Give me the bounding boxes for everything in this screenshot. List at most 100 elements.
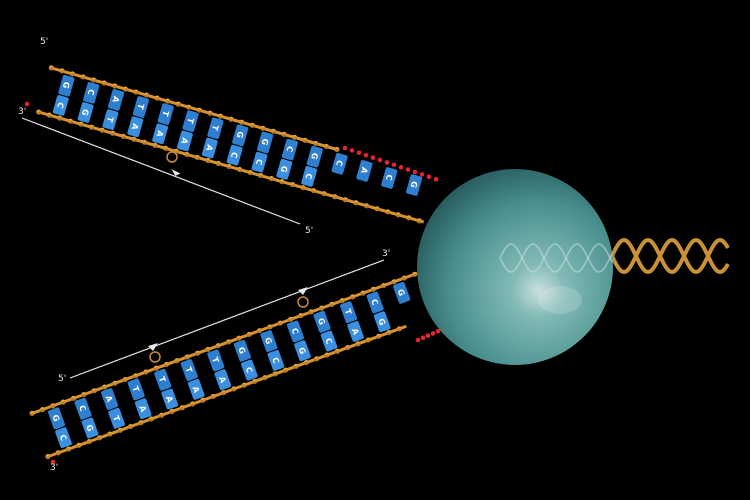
primer-bead (377, 157, 383, 163)
bottom-arm-backbone-knot (158, 412, 165, 418)
base-block (306, 145, 323, 168)
bottom-arm-base-pair: TA (127, 378, 152, 420)
base-letter: T (343, 308, 354, 317)
base-block (81, 417, 99, 439)
bottom-arm-backbone-knot (169, 408, 175, 415)
bottom-arm-3prime-upper-label: 3' (382, 249, 390, 259)
top-arm-backbone-knot (406, 215, 412, 221)
top-arm-backbone-knot (300, 185, 306, 191)
bottom-arm-backbone-knot (360, 290, 366, 296)
base-block (83, 82, 100, 104)
base-letter: A (164, 395, 175, 405)
primer-bead (50, 459, 56, 465)
top-arm-base-pair: TA (177, 110, 199, 152)
base-block (52, 95, 69, 116)
bottom-arm-backbone-knot (272, 371, 278, 377)
base-block (257, 131, 274, 154)
bottom-arm-backbone-knot (91, 388, 97, 394)
top-arm-backbone-knot (67, 118, 74, 124)
bottom-arm-backbone-knot (210, 393, 216, 400)
base-letter: A (179, 137, 190, 146)
top-arm-backbone-knot (311, 188, 317, 194)
base-letter: A (217, 375, 228, 385)
bottom-arm-backbone-knot (324, 352, 330, 358)
base-letter: A (350, 327, 361, 337)
base-letter: G (396, 288, 407, 297)
top-arm-backbone-knot (281, 131, 287, 137)
top-arm-unpaired-base: C (331, 152, 348, 175)
base-letter: G (376, 317, 387, 326)
base-letter: C (229, 151, 239, 159)
base-block (177, 130, 193, 152)
base-letter: C (290, 327, 301, 336)
base-letter: C (334, 159, 344, 167)
inner-helix-strand-b (499, 243, 613, 273)
primer-bead (433, 176, 439, 182)
base-block (267, 349, 285, 371)
bottom-arm-backbone-knot (231, 386, 237, 392)
base-block (201, 137, 218, 159)
bottom-arm-backbone-knot (283, 367, 289, 373)
top-arm-backbone-knot (205, 157, 211, 164)
bottom-arm-backbone-knot (314, 356, 320, 362)
base-block (101, 388, 119, 410)
base-block (127, 116, 144, 138)
primer-bead (426, 174, 432, 180)
bottom-arm-backbone-knot (401, 275, 407, 281)
bottom-arm-backbone-knot (194, 350, 201, 356)
bottom-arm-backbone-knot (293, 363, 299, 369)
top-arm-base-pair: TA (201, 117, 224, 159)
top-arm-backbone-knot (258, 172, 264, 179)
base-block (134, 398, 152, 420)
base-letter: G (51, 413, 62, 422)
primer-bead (405, 167, 411, 172)
bottom-arm-backbone-knot (287, 316, 294, 323)
top-arm-base-pair: TA (127, 96, 149, 138)
bottom-direction-line (69, 259, 385, 379)
base-block (286, 320, 304, 343)
primer-bead (412, 169, 418, 175)
base-block (260, 330, 278, 353)
primer-bead (384, 160, 390, 165)
base-letter: G (263, 336, 274, 345)
top-arm-backbone-knot (48, 65, 54, 71)
top-arm-backbone-knot (395, 212, 401, 218)
top-arrowhead (171, 169, 181, 176)
base-block (331, 152, 348, 175)
top-arm-backbone-knot (291, 134, 298, 140)
base-letter: T (130, 385, 141, 394)
bottom-arm-backbone-knot (277, 320, 283, 326)
base-block (366, 291, 384, 314)
base-block (226, 144, 243, 166)
bottom-arm-backbone-knot (86, 438, 92, 445)
bottom-arm-backbone-knot (50, 403, 56, 409)
rna-primer-beads (24, 101, 441, 465)
top-arm-backbone-knot (332, 194, 338, 200)
base-letter: A (154, 129, 165, 138)
base-block (154, 368, 172, 391)
bottom-arm-base-pair: TA (180, 359, 205, 400)
base-letter: T (160, 110, 170, 118)
top-arm-backbone-knot (207, 110, 213, 116)
bottom-arm-backbone-knot (298, 313, 304, 319)
base-letter: G (309, 152, 319, 161)
top-arm-backbone-knot (120, 133, 126, 139)
base-letter: T (210, 124, 220, 132)
bottom-arm-backbone-knot (256, 328, 263, 334)
top-arm-backbone-knot (163, 145, 169, 151)
primer-bead (425, 333, 431, 338)
bottom-arm-backbone-knot (318, 305, 325, 311)
base-block (152, 123, 169, 145)
primer-bead (415, 337, 421, 343)
top-arm-5prime-end-label: 5' (305, 226, 313, 236)
base-letter: C (284, 145, 294, 153)
helix-inside-sphere (499, 243, 613, 273)
bottom-arm-backbone-knot (174, 358, 180, 364)
top-arm-backbone-knot (91, 77, 97, 83)
bottom-arm-backbone-knot (122, 376, 128, 383)
base-block (77, 102, 94, 123)
bottom-arm-backbone-knot (138, 420, 144, 426)
parental-double-helix (610, 237, 730, 275)
bottom-arm-backbone-knot (252, 378, 258, 385)
